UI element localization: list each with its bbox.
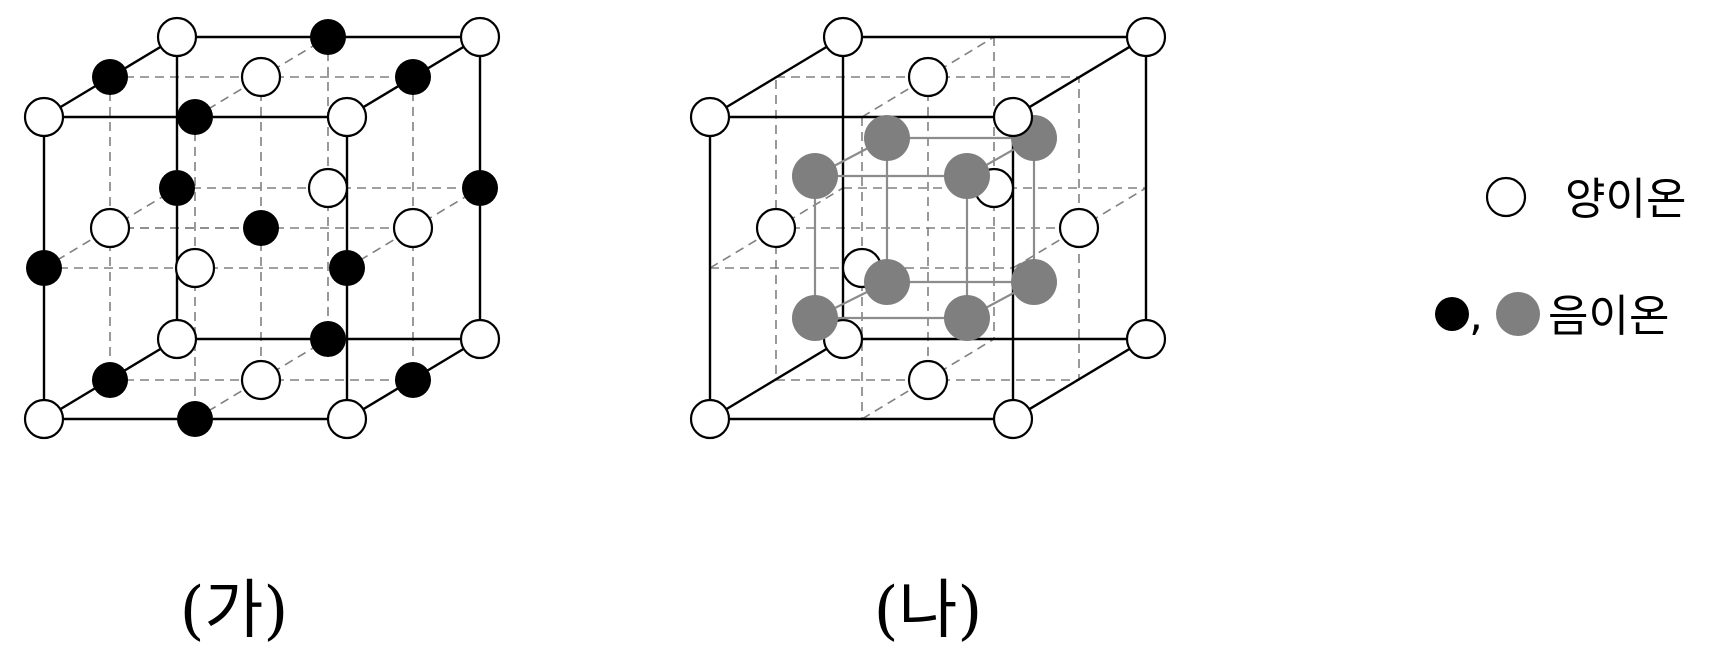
- cation: [689, 398, 731, 440]
- cation: [156, 318, 198, 360]
- cation: [1125, 318, 1167, 360]
- cation: [174, 247, 216, 289]
- cation: [1125, 16, 1167, 58]
- legend-separator: ,: [1469, 290, 1483, 341]
- anion: [792, 295, 838, 341]
- cation: [755, 207, 797, 249]
- anion: [864, 259, 910, 305]
- panel-na-ions-back: [755, 16, 1167, 401]
- anion: [92, 362, 128, 398]
- cation: [240, 359, 282, 401]
- cation: [23, 96, 65, 138]
- anion-black-marker: [1435, 297, 1469, 331]
- anion: [26, 250, 62, 286]
- anion: [159, 170, 195, 206]
- cation: [907, 56, 949, 98]
- cation: [307, 167, 349, 209]
- legend-cation-label: 양이온: [1565, 174, 1686, 225]
- anion: [395, 362, 431, 398]
- cation: [907, 359, 949, 401]
- anion: [310, 321, 346, 357]
- anion: [92, 59, 128, 95]
- cation: [689, 96, 731, 138]
- legend-anion-label: 음이온: [1548, 291, 1669, 342]
- cation-marker: [1485, 176, 1527, 218]
- cation: [326, 398, 368, 440]
- anion: [462, 170, 498, 206]
- cation: [23, 398, 65, 440]
- legend-cation: 양이온: [1485, 174, 1686, 225]
- cation: [822, 16, 864, 58]
- anion: [864, 115, 910, 161]
- cation: [459, 318, 501, 360]
- anion: [395, 59, 431, 95]
- anion: [792, 153, 838, 199]
- cation: [392, 207, 434, 249]
- cation: [240, 56, 282, 98]
- legend-anion: , 음이온: [1435, 290, 1669, 342]
- cation: [992, 398, 1034, 440]
- cation: [1058, 207, 1100, 249]
- anion: [243, 210, 279, 246]
- anion: [177, 99, 213, 135]
- panel-ga-ions: [23, 16, 501, 440]
- cation: [326, 96, 368, 138]
- cation: [459, 16, 501, 58]
- panel-na: (나): [689, 16, 1167, 648]
- panel-ga: (가): [23, 16, 501, 648]
- anion: [329, 250, 365, 286]
- panel-na-label: (나): [874, 574, 983, 648]
- panel-ga-label: (가): [180, 574, 289, 648]
- anion: [177, 401, 213, 437]
- cation: [992, 96, 1034, 138]
- anion: [944, 295, 990, 341]
- cation: [89, 207, 131, 249]
- anion: [310, 19, 346, 55]
- anion: [944, 153, 990, 199]
- legend: 양이온 , 음이온: [1435, 174, 1686, 342]
- cation: [156, 16, 198, 58]
- anion: [1011, 259, 1057, 305]
- anion-gray-marker: [1496, 292, 1540, 336]
